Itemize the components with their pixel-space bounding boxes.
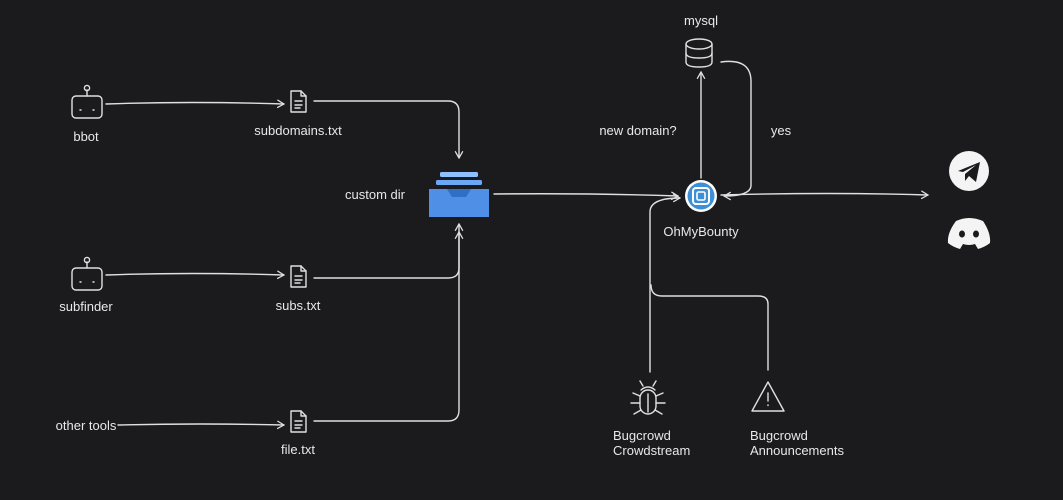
edge-crowdstream-ohmybounty: [649, 193, 681, 373]
edge-customdir-ohmybounty: [493, 191, 679, 201]
node-mysql: mysql: [684, 13, 718, 68]
edge-subs-customdir: [313, 231, 464, 279]
edge-bbot-subdomains: [105, 99, 285, 109]
telegram-icon: [949, 151, 989, 191]
robot-icon: [71, 256, 103, 291]
edge-label-yes: yes: [771, 123, 792, 138]
node-bugcrowd-crowdstream-label-1: Bugcrowd: [613, 428, 671, 443]
node-bbot: bbot: [71, 84, 103, 144]
edge-subfinder-subs: [105, 270, 285, 280]
node-telegram: [949, 151, 989, 191]
warning-triangle-icon: [751, 381, 785, 412]
node-other-tools-label: other tools: [56, 418, 117, 433]
discord-icon: [947, 218, 991, 249]
node-mysql-label: mysql: [684, 13, 718, 28]
database-icon: [685, 38, 713, 68]
node-bugcrowd-crowdstream-label-2: Crowdstream: [613, 443, 690, 458]
node-bbot-label: bbot: [73, 129, 99, 144]
node-subdomains-file: subdomains.txt: [254, 90, 342, 138]
node-other-tools: other tools: [56, 418, 117, 433]
file-text-icon: [290, 265, 307, 288]
node-custom-dir: custom dir: [345, 172, 489, 217]
edge-ohmybounty-notify: [720, 190, 929, 200]
node-subs-file-label: subs.txt: [276, 298, 321, 313]
node-subs-file: subs.txt: [276, 265, 321, 313]
node-file-txt-label: file.txt: [281, 442, 315, 457]
edge-announcements-ohmybounty: [650, 284, 769, 371]
node-bugcrowd-announcements: Bugcrowd Announcements: [750, 381, 844, 458]
node-bugcrowd-announcements-label-2: Announcements: [750, 443, 844, 458]
node-custom-dir-label: custom dir: [345, 187, 406, 202]
ohmybounty-logo-icon: [685, 180, 717, 212]
file-text-icon: [290, 410, 307, 433]
connectors: [105, 60, 929, 430]
inbox-tray-icon: [429, 172, 489, 217]
node-subdomains-file-label: subdomains.txt: [254, 123, 342, 138]
node-ohmybounty-label: OhMyBounty: [663, 224, 739, 239]
edge-file-customdir: [313, 223, 464, 422]
edge-othertools-file: [117, 420, 285, 430]
robot-icon: [71, 84, 103, 119]
file-text-icon: [290, 90, 307, 113]
bug-icon: [630, 380, 666, 415]
edge-mysql-yes-ohmybounty: [720, 60, 752, 201]
node-subfinder: subfinder: [59, 256, 113, 314]
edge-subdomains-customdir: [313, 100, 464, 159]
node-subfinder-label: subfinder: [59, 299, 113, 314]
node-file-txt: file.txt: [281, 410, 315, 457]
node-bugcrowd-announcements-label-1: Bugcrowd: [750, 428, 808, 443]
node-bugcrowd-crowdstream: Bugcrowd Crowdstream: [613, 380, 690, 458]
node-ohmybounty: OhMyBounty: [663, 180, 739, 239]
edge-label-new-domain: new domain?: [599, 123, 676, 138]
node-discord: [947, 218, 991, 249]
